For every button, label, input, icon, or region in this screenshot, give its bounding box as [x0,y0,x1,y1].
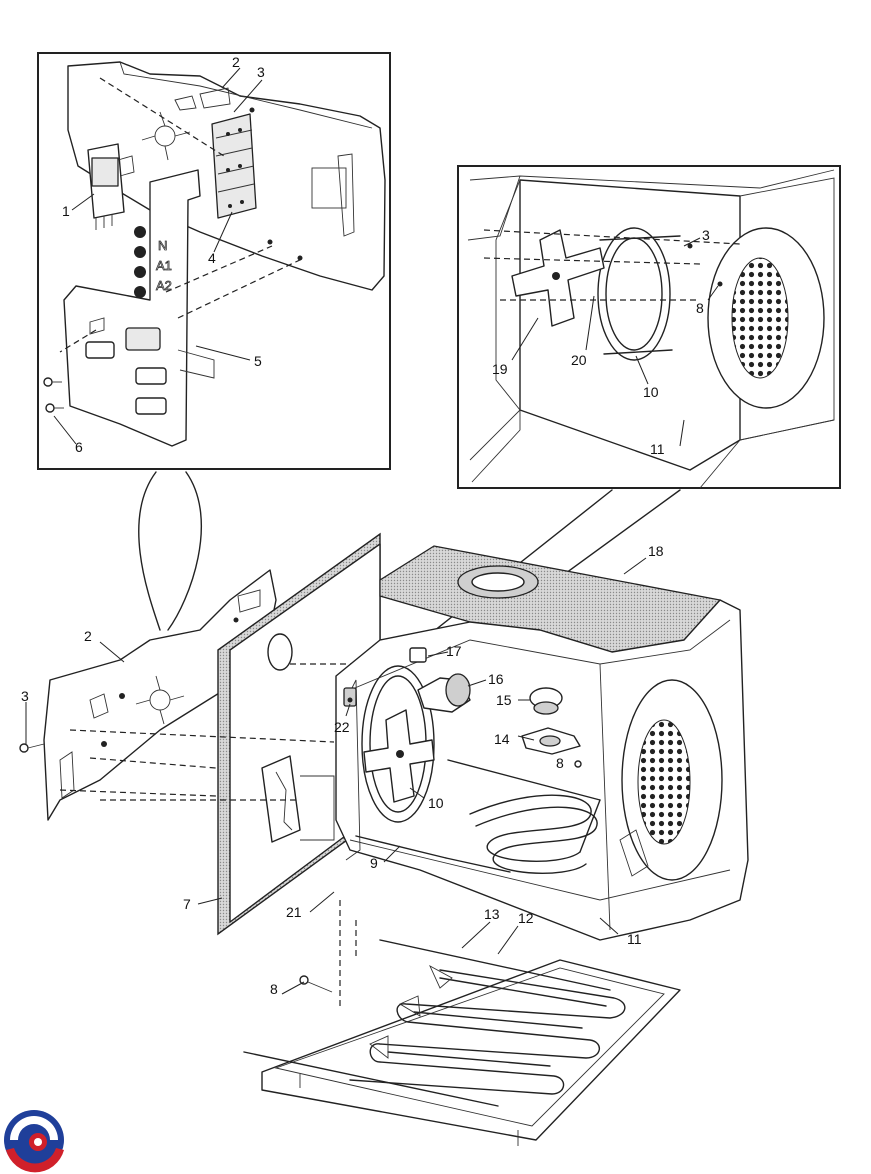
screw-8-top [574,760,582,768]
circular-heater-element-10 [361,665,435,823]
callout-inset-r-19: 19 [492,361,508,377]
callout-11: 11 [627,931,642,947]
bottom-heater-frame-13 [243,939,681,1146]
insulation-panel-7 [217,532,381,936]
callout-2: 2 [84,628,92,644]
callout-12: 12 [518,910,534,926]
screw-6 [43,377,64,413]
callout-10: 10 [428,795,444,811]
callout-inset-r-3: 3 [702,227,710,243]
assembly-alignment-lines [59,663,579,1010]
callout-inset-r-10: 10 [643,384,659,400]
callout-leaders-main [25,557,647,995]
lamp-seal-14 [521,727,581,755]
thermostat-switch-1 [87,143,135,230]
screw-8-bottom [299,975,333,993]
callout-16: 16 [488,671,504,687]
callout-17: 17 [446,643,462,659]
callout-inset-2: 2 [232,54,240,70]
callout-13: 13 [484,906,500,922]
callout-9: 9 [370,855,378,871]
callout-18: 18 [648,543,664,559]
callout-inset-r-20: 20 [571,352,587,368]
callout-inset-1: 1 [62,203,70,219]
callout-inset-4: 4 [208,250,216,266]
svg-text:N: N [158,238,167,253]
callout-22: 22 [334,719,350,735]
lamp-glass-15 [529,687,563,715]
callout-inset-r-11: 11 [650,441,665,457]
detail-inset-back-panel-wiring: N A1 A2 2 3 1 4 5 6 [37,52,391,470]
callout-3: 3 [21,688,29,704]
detail-inset-fan-heater: 3 8 19 20 10 11 [457,165,841,489]
callout-labels-main: 2 3 7 8 9 10 11 12 13 14 15 16 17 18 21 … [21,543,664,997]
callout-inset-3: 3 [257,64,265,80]
terminal-block-4 [211,113,257,219]
screw-3 [19,743,45,753]
fan-blade-19 [511,229,605,327]
fan-grill-right-inset [707,227,825,409]
callout-inset-6: 6 [75,439,83,455]
terminal-plate-panel: N A1 A2 [59,77,305,447]
circular-heater-element [597,227,681,361]
callout-14: 14 [494,731,510,747]
oven-lamp-16 [417,673,471,713]
terminal-mark-a2: A2 [156,278,172,293]
callout-inset-5: 5 [254,353,262,369]
upper-heater-element-9 [355,759,601,874]
terminal-22 [343,687,357,707]
callout-8-bottom: 8 [270,981,278,997]
brand-logo-icon [4,1110,64,1173]
fan-blade-small [141,111,191,161]
callout-inset-r-8: 8 [696,300,704,316]
terminal-mark-a1: A1 [156,258,172,273]
callout-15: 15 [496,692,512,708]
callout-7: 7 [183,896,191,912]
clip-17 [409,647,427,663]
callout-8-top: 8 [556,755,564,771]
callout-21: 21 [286,904,302,920]
bottom-heater-element-12 [349,964,626,1095]
